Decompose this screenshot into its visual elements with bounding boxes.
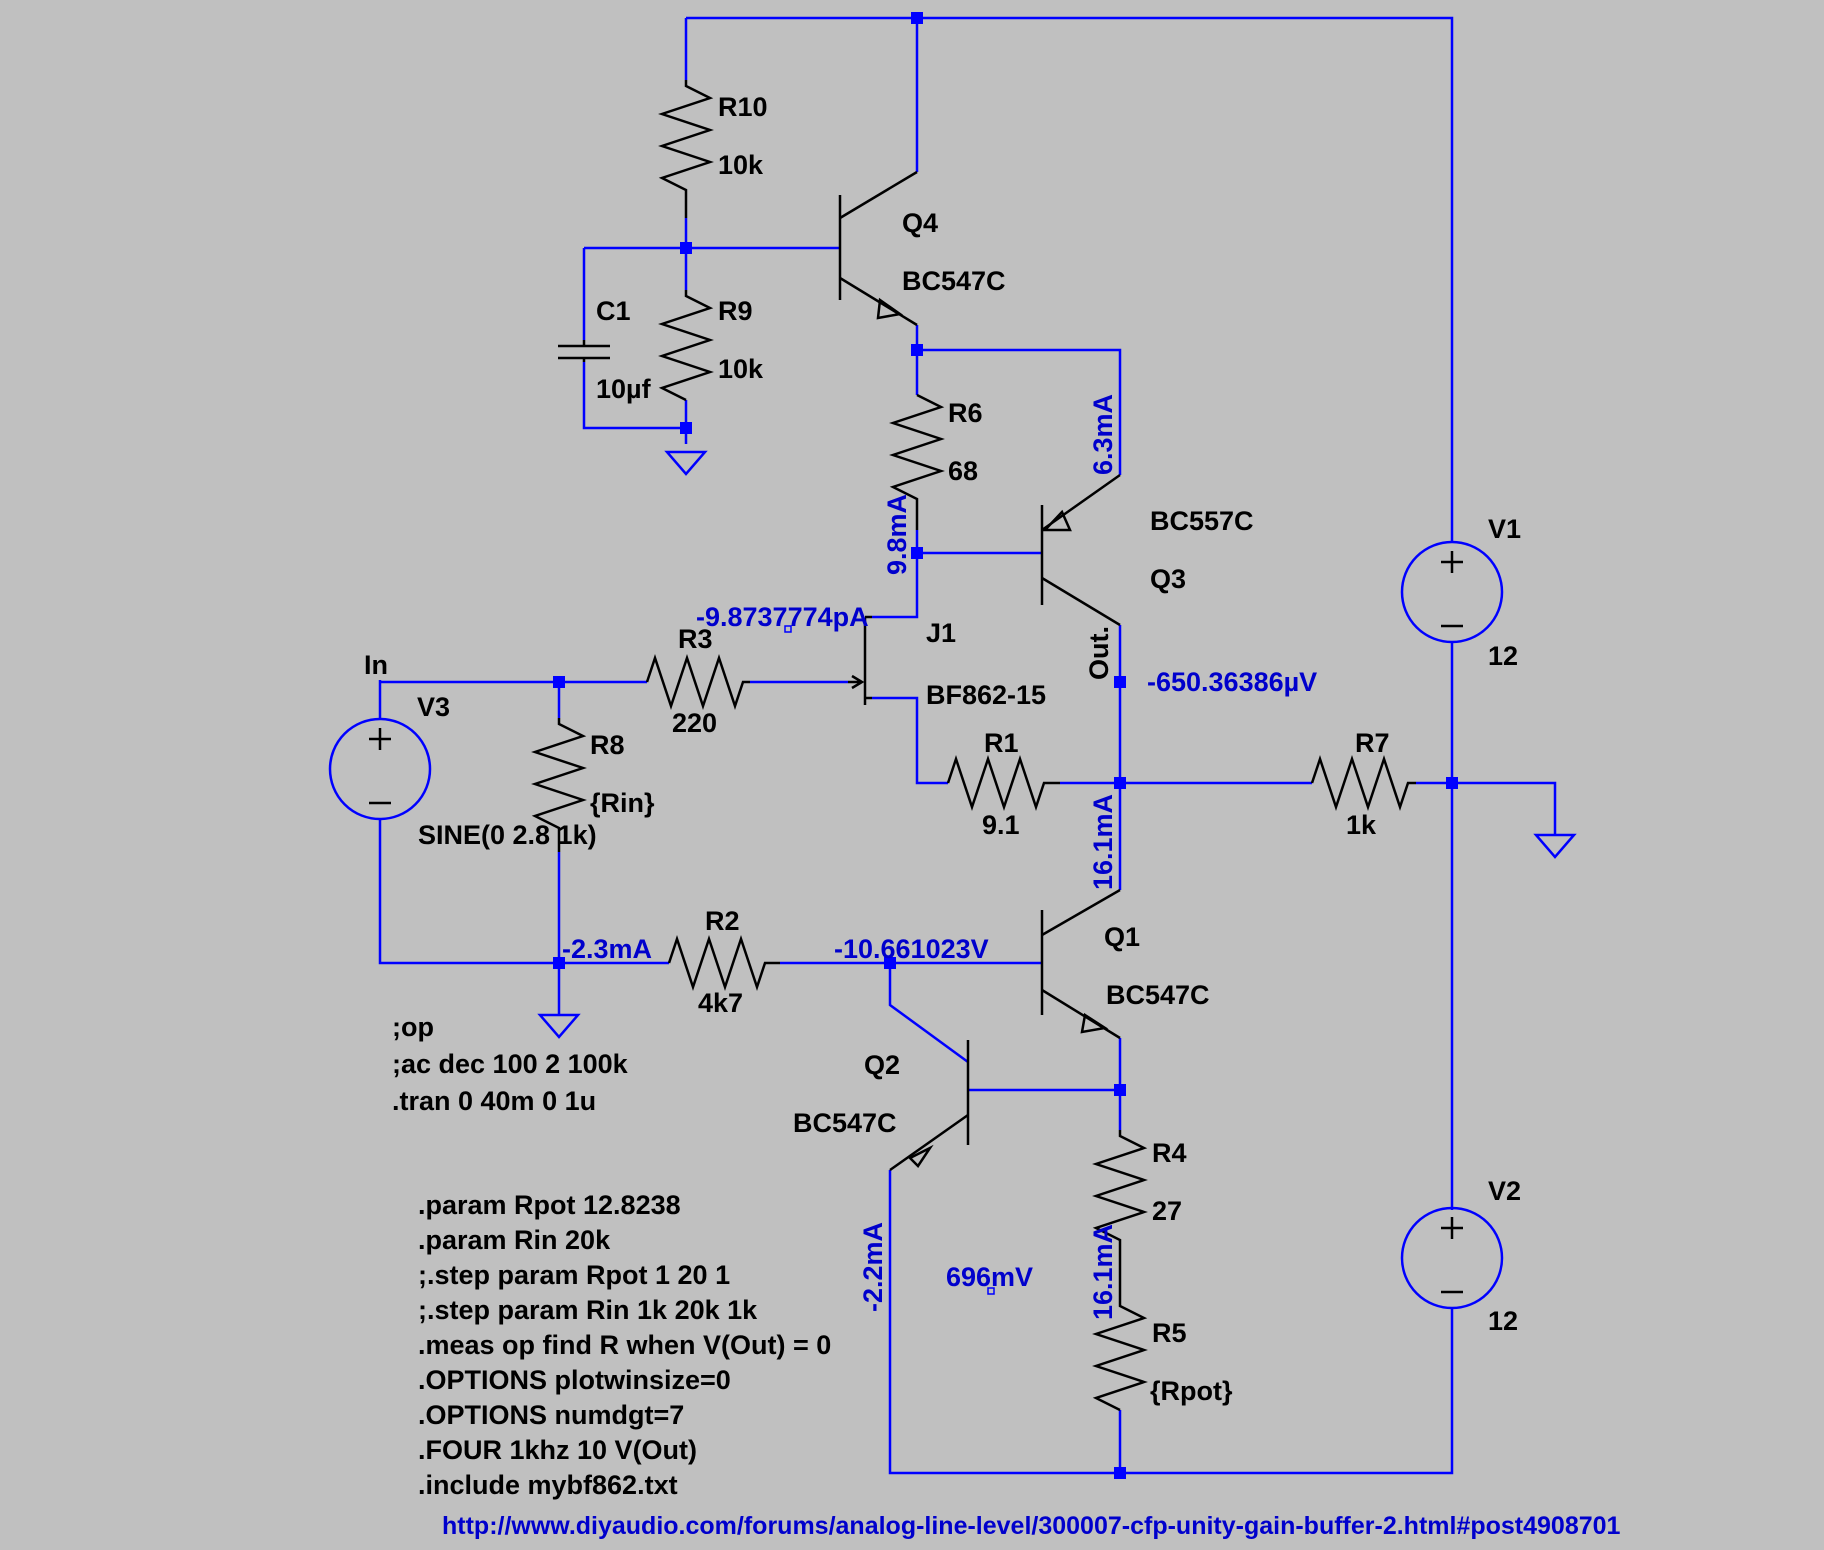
capacitor-c1 (558, 340, 610, 362)
label-r2-value: 4k7 (698, 988, 743, 1018)
label-r4-ref: R4 (1152, 1138, 1187, 1168)
label-q4-ref: Q4 (902, 208, 938, 238)
param-line: .param Rpot 12.8238 (418, 1190, 681, 1220)
label-r10-value: 10k (718, 150, 764, 180)
param-line: .meas op find R when V(Out) = 0 (418, 1330, 831, 1360)
resistor-r10 (658, 80, 714, 218)
label-v1-ref: V1 (1488, 514, 1521, 544)
wires (378, 16, 1557, 1475)
annotation-r6-current: 9.8mA (882, 494, 912, 575)
label-c1-value: 10µf (596, 374, 652, 404)
param-line: ;.step param Rin 1k 20k 1k (418, 1295, 758, 1325)
label-r8-ref: R8 (590, 730, 625, 760)
label-r5-ref: R5 (1152, 1318, 1187, 1348)
net-label-out: Out. (1084, 626, 1114, 680)
label-q1-ref: Q1 (1104, 922, 1140, 952)
label-r3-ref: R3 (678, 624, 713, 654)
transistor-q4 (838, 170, 918, 327)
directive-line: ;op (392, 1012, 434, 1042)
resistor-r8 (531, 718, 587, 852)
label-v1-value: 12 (1488, 641, 1518, 671)
resistor-r6 (889, 393, 945, 530)
jfet-j1 (848, 615, 872, 705)
param-line: .FOUR 1khz 10 V(Out) (418, 1435, 697, 1465)
param-line: .include mybf862.txt (418, 1470, 678, 1500)
ground-symbol-1 (664, 450, 708, 476)
param-line: .OPTIONS numdgt=7 (418, 1400, 684, 1430)
label-r8-value: {Rin} (590, 788, 655, 818)
label-r1-value: 9.1 (982, 810, 1020, 840)
annotation-q1-current: 16.1mA (1088, 794, 1118, 890)
junction-dots (553, 12, 1458, 1479)
annotation-r8-current: -2.3mA (562, 934, 652, 964)
directive-line: .tran 0 40m 0 1u (392, 1086, 596, 1116)
label-v2-ref: V2 (1488, 1176, 1521, 1206)
label-q3-ref: Q3 (1150, 564, 1186, 594)
voltage-source-v1 (1400, 540, 1504, 644)
label-r1-ref: R1 (984, 728, 1019, 758)
label-q2-model: BC547C (793, 1108, 897, 1138)
source-link[interactable]: http://www.diyaudio.com/forums/analog-li… (442, 1512, 1621, 1540)
annotation-j1-gate-current: -9.8737774pA (696, 602, 869, 632)
label-q4-model: BC547C (902, 266, 1006, 296)
label-v3-value: SINE(0 2.8 1k) (418, 820, 597, 850)
label-r10-ref: R10 (718, 92, 768, 122)
resistor-r5 (1092, 1300, 1148, 1412)
annotation-q1-base-voltage: -10.661023V (834, 934, 989, 964)
label-c1-ref: C1 (596, 296, 631, 326)
label-r3-value: 220 (672, 708, 717, 738)
label-j1-model: BF862-15 (926, 680, 1046, 710)
probe-marker-2 (987, 1287, 995, 1295)
voltage-source-v3 (328, 717, 432, 821)
net-label-in: In (364, 650, 388, 680)
params-block: .param Rpot 12.8238 .param Rin 20k ;.ste… (418, 1190, 831, 1500)
label-r4-value: 27 (1152, 1196, 1182, 1226)
annotation-r5-current: 16.1mA (1088, 1224, 1118, 1320)
voltage-source-v2 (1400, 1206, 1504, 1310)
label-r5-value: {Rpot} (1150, 1376, 1233, 1406)
label-r2-ref: R2 (705, 906, 740, 936)
label-r9-ref: R9 (718, 296, 753, 326)
label-q2-ref: Q2 (864, 1050, 900, 1080)
transistor-q1 (1040, 888, 1121, 1040)
resistor-r7 (1310, 755, 1416, 811)
label-r6-value: 68 (948, 456, 978, 486)
annotation-q2-current: -2.2mA (858, 1222, 888, 1312)
resistor-r2 (667, 935, 780, 991)
label-q3-model: BC557C (1150, 506, 1254, 536)
param-line: ;.step param Rpot 1 20 1 (418, 1260, 730, 1290)
label-r9-value: 10k (718, 354, 764, 384)
transistor-q2 (889, 1040, 970, 1172)
resistor-r9 (658, 290, 714, 402)
label-v3-ref: V3 (417, 692, 450, 722)
label-q1-model: BC547C (1106, 980, 1210, 1010)
transistor-q3 (1040, 473, 1121, 627)
annotation-out-voltage: -650.36386µV (1147, 667, 1317, 697)
probe-marker-1 (784, 625, 792, 633)
label-r7-ref: R7 (1355, 728, 1390, 758)
label-v2-value: 12 (1488, 1306, 1518, 1336)
resistor-r3 (645, 654, 750, 710)
label-r6-ref: R6 (948, 398, 983, 428)
ground-symbol-3 (537, 1013, 581, 1039)
directive-line: ;ac dec 100 2 100k (392, 1049, 629, 1079)
resistor-r4 (1092, 1130, 1148, 1300)
resistor-r1 (946, 755, 1060, 811)
directives-block: ;op ;ac dec 100 2 100k .tran 0 40m 0 1u (392, 1012, 629, 1116)
annotation-q3-emitter-current: 6.3mA (1088, 394, 1118, 475)
param-line: .OPTIONS plotwinsize=0 (418, 1365, 731, 1395)
label-r7-value: 1k (1346, 810, 1377, 840)
param-line: .param Rin 20k (418, 1225, 611, 1255)
annotation-q2-voltage: 696mV (946, 1262, 1033, 1292)
label-j1-ref: J1 (926, 618, 956, 648)
ground-symbol-2 (1533, 833, 1577, 859)
